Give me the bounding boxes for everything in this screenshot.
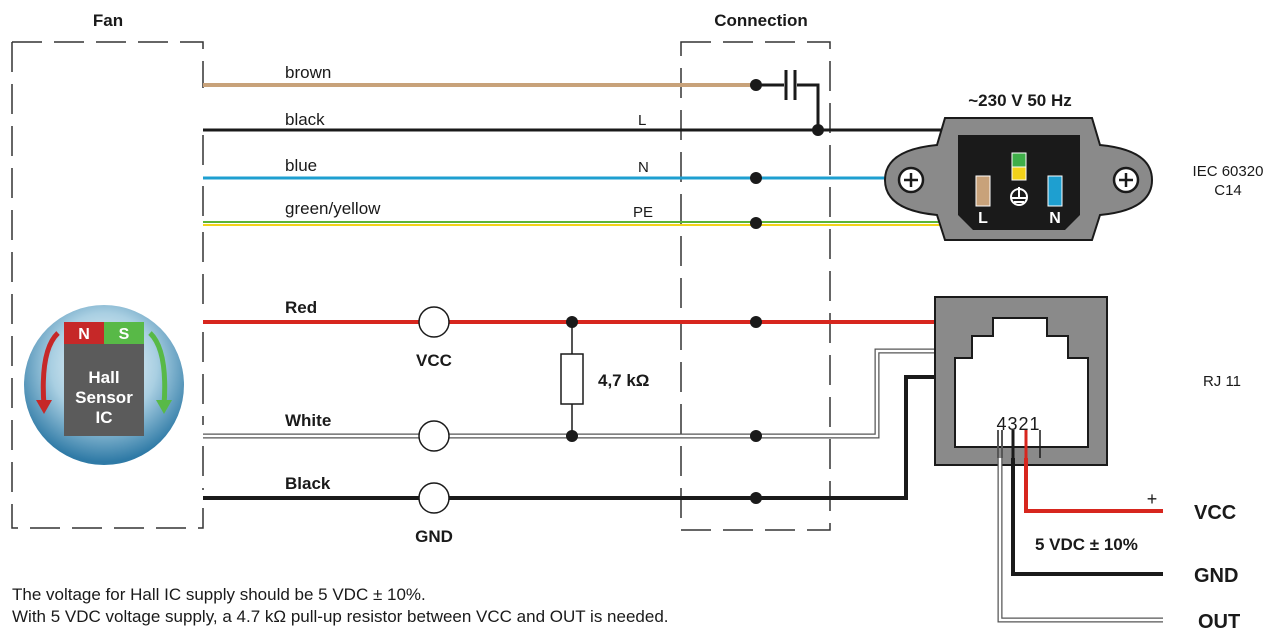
- out-wire-out: [997, 458, 1163, 623]
- connection-title: Connection: [714, 11, 808, 30]
- vcc-terminal-label: VCC: [416, 351, 452, 370]
- wire-connectors: [418, 306, 450, 514]
- mains-label: ~230 V 50 Hz: [968, 91, 1072, 110]
- wire-label-black-gnd: Black: [285, 474, 331, 493]
- output-vcc-label: VCC: [1194, 502, 1236, 524]
- out-wire-gnd: [1011, 458, 1163, 576]
- plus-circle-icon: [897, 166, 925, 194]
- terminal-label-pe: PE: [633, 204, 653, 221]
- rj11-pin-numbers: 4 3 2 1: [996, 414, 1039, 434]
- earth-ground-icon: [1010, 187, 1028, 206]
- hall-line2: Sensor: [75, 388, 133, 407]
- resistor-value: 4,7 kΩ: [598, 371, 649, 390]
- vcc-plus-sign: +: [1147, 489, 1158, 509]
- gnd-terminal-label: GND: [415, 527, 453, 546]
- supply-voltage-label: 5 VDC ± 10%: [1035, 535, 1138, 554]
- hall-sensor-badge: [24, 305, 184, 465]
- out-wire-vcc: [1024, 458, 1163, 513]
- sensor-junctions: [750, 316, 762, 504]
- hall-line1: Hall: [88, 368, 119, 387]
- wire-label-white: White: [285, 411, 331, 430]
- iec-sublabel: C14: [1214, 182, 1242, 199]
- wire-label-red: Red: [285, 298, 317, 317]
- fan-enclosure: [11, 41, 204, 529]
- output-out-label: OUT: [1198, 611, 1240, 632]
- rj11-label: RJ 11: [1203, 373, 1241, 390]
- pin-label-l: L: [978, 210, 988, 227]
- pin-label-n: N: [1049, 210, 1061, 227]
- pullup-resistor: [560, 316, 584, 442]
- terminal-label-l: L: [638, 112, 646, 129]
- connection-enclosure: [680, 41, 831, 531]
- note-line-1: The voltage for Hall IC supply should be…: [12, 585, 426, 604]
- capacitor: [756, 70, 820, 130]
- wire-label-brown: brown: [285, 63, 331, 82]
- output-gnd-label: GND: [1194, 565, 1238, 587]
- hall-line3: IC: [96, 408, 113, 427]
- wire-label-green-yellow: green/yellow: [285, 199, 381, 218]
- power-junctions: [750, 79, 824, 229]
- iec-c14-connector: [883, 117, 1154, 241]
- hall-south-label: S: [119, 326, 130, 343]
- terminal-label-n: N: [638, 159, 649, 176]
- fan-title: Fan: [93, 11, 123, 30]
- wire-black-gnd: [203, 375, 935, 500]
- rj11-jack: [934, 296, 1108, 466]
- iec-label: IEC 60320: [1193, 163, 1264, 180]
- hall-north-label: N: [78, 326, 90, 343]
- wire-label-blue: blue: [285, 156, 317, 175]
- wire-label-black: black: [285, 110, 325, 129]
- plus-circle-icon: [1112, 166, 1140, 194]
- note-line-2: With 5 VDC voltage supply, a 4.7 kΩ pull…: [12, 607, 669, 626]
